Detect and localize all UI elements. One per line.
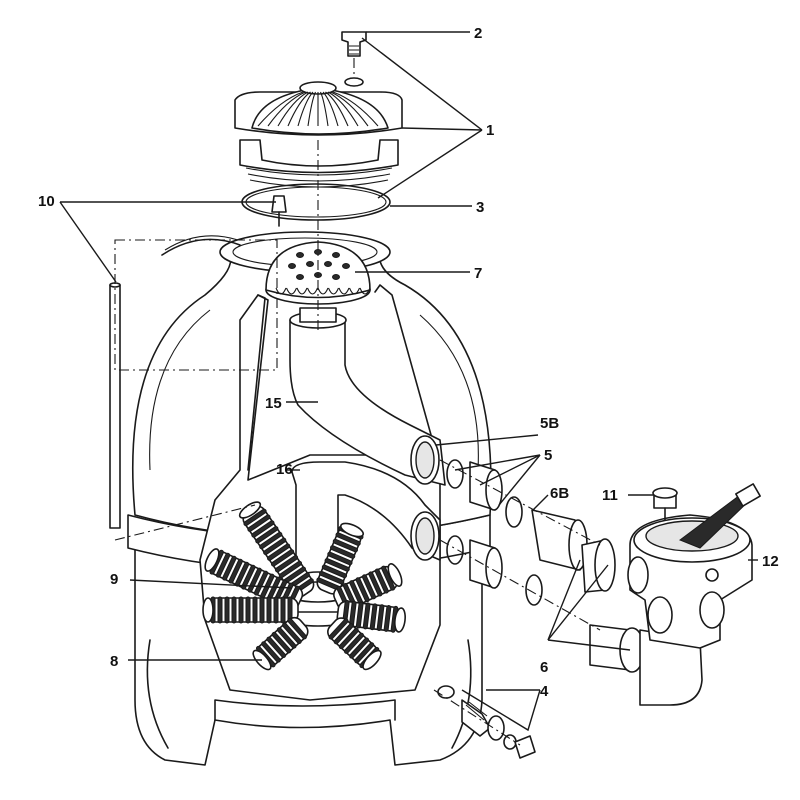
- air-relief-tube-10: [109, 195, 287, 529]
- lid-rib: [325, 91, 349, 127]
- tailpieces-6: [531, 509, 703, 706]
- unions-5: [446, 459, 543, 606]
- lid-rib: [257, 91, 304, 127]
- diffuser-hole: [332, 252, 340, 258]
- diffuser-slot: [317, 287, 329, 295]
- diffuser-slot: [275, 287, 287, 295]
- leader-lines: [59, 31, 758, 732]
- callout-1: 1: [486, 122, 494, 139]
- callout-10: 10: [38, 193, 55, 210]
- lid-rib: [277, 91, 309, 127]
- diffuser-slot: [296, 287, 308, 295]
- alignment-lines: [114, 58, 601, 746]
- callout-4: 4: [540, 683, 549, 700]
- callout-3: 3: [476, 199, 484, 216]
- lid-rib: [327, 91, 359, 127]
- callout-12: 12: [762, 553, 779, 570]
- callout-11: 11: [602, 487, 618, 504]
- lateral-arm: [202, 596, 299, 624]
- lid-rib: [287, 91, 311, 127]
- callout-8: 8: [110, 653, 118, 670]
- diffuser-hole: [342, 263, 350, 269]
- diffuser-slot: [285, 287, 298, 295]
- multiport-valve-12: [627, 483, 761, 649]
- diffuser-hole: [296, 274, 304, 280]
- callout-9: 9: [110, 571, 118, 588]
- diffuser-hole: [306, 261, 314, 267]
- callout-labels: 2 1 3 10 7 15 5B 5 16 6B 11 12 9 8 4 6: [38, 25, 779, 700]
- callout-5b: 5B: [540, 415, 559, 432]
- lid-rib: [332, 91, 379, 127]
- diffuser-hole: [296, 252, 304, 258]
- callout-7: 7: [474, 265, 482, 282]
- callout-15: 15: [265, 395, 282, 412]
- outlet-elbow-15: [289, 307, 446, 561]
- callout-5: 5: [544, 447, 552, 464]
- lid-rib: [319, 91, 329, 127]
- lid-rib: [307, 91, 317, 127]
- diffuser-slot: [348, 287, 361, 295]
- laterals-8: [202, 501, 406, 671]
- callout-2: 2: [474, 25, 482, 42]
- lid-ribs: [257, 91, 379, 127]
- vent-screw-2: [341, 31, 367, 87]
- lateral-arm: [327, 617, 382, 671]
- callout-6b: 6B: [550, 485, 569, 502]
- lid-rib: [322, 91, 339, 127]
- lid-rib: [297, 91, 314, 127]
- diffuser-slot: [306, 287, 319, 295]
- diffuser-slot: [327, 287, 340, 295]
- diffuser-hole: [314, 249, 322, 255]
- lid-rib: [267, 91, 306, 127]
- diffuser-hole: [324, 261, 332, 267]
- callout-16: 16: [276, 461, 293, 478]
- lateral-arm: [204, 548, 304, 611]
- diffuser-slot: [338, 287, 350, 295]
- diffuser-hole: [332, 274, 340, 280]
- callout-6: 6: [540, 659, 548, 676]
- pressure-gauge-11: [652, 487, 678, 521]
- diffuser-hole: [288, 263, 296, 269]
- lateral-arm: [316, 522, 365, 595]
- diffuser-slot: [359, 287, 371, 295]
- lid-rib: [330, 91, 369, 127]
